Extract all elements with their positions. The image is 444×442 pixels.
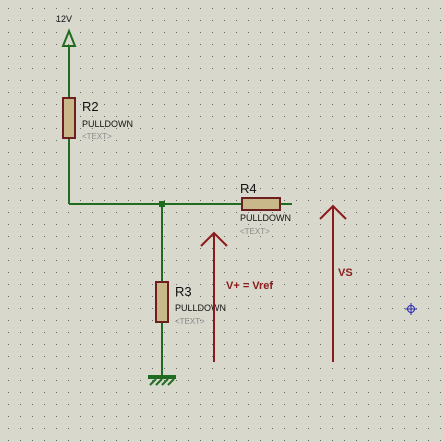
resistor-r2-body [62,97,76,139]
voltage-arrow-vs-head [319,204,347,220]
resistor-r4[interactable]: R4 PULLDOWN <TEXT> [240,181,291,236]
resistor-r4-placeholder: <TEXT> [240,227,270,236]
resistor-r3[interactable]: R3 PULLDOWN <TEXT> [155,281,226,326]
resistor-r4-body [241,197,281,211]
voltage-arrow-vs[interactable]: VS [319,204,353,362]
ground-icon[interactable] [148,375,176,386]
resistor-r2[interactable]: R2 PULLDOWN <TEXT> [62,97,133,141]
voltage-label-vs: VS [338,267,353,279]
voltage-arrow-vref[interactable]: V+ = Vref [200,231,273,362]
resistor-r4-value: PULLDOWN [240,213,291,223]
resistor-r3-ref: R3 [175,284,192,299]
resistor-r4-ref: R4 [240,181,257,196]
resistor-r2-ref: R2 [82,99,99,114]
wires [68,46,292,375]
crosshair-cursor-icon [405,303,417,315]
resistor-r3-body [155,281,169,323]
resistor-r3-value: PULLDOWN [175,303,226,313]
power-label: 12V [56,14,72,24]
resistor-r2-value: PULLDOWN [82,119,133,129]
resistor-r2-placeholder: <TEXT> [82,132,112,141]
resistor-r3-placeholder: <TEXT> [175,317,205,326]
grid-dots [8,8,441,441]
voltage-label-vref: V+ = Vref [226,280,273,292]
voltage-arrow-vref-head [200,231,228,247]
ground-hatch [149,378,175,386]
ground-bar [148,375,176,379]
junction-dot [159,201,165,207]
